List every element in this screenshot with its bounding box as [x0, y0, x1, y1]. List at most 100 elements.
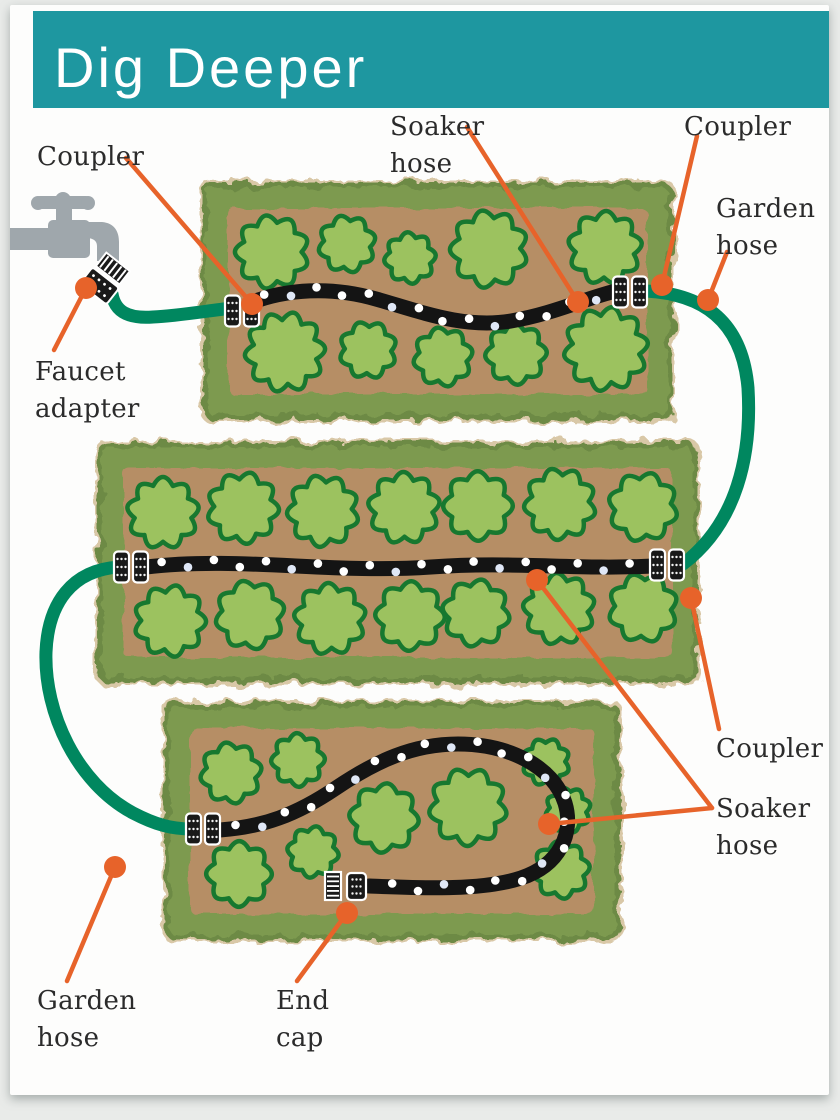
callout-dot [651, 274, 673, 296]
bush [411, 325, 475, 389]
header-band: Dig Deeper [33, 11, 829, 108]
coupler-dot [656, 571, 659, 575]
drip-hole [517, 876, 527, 886]
drip-hole [515, 311, 525, 321]
coupler-dot [660, 555, 663, 559]
drip-hole [464, 314, 474, 324]
coupler-dot [188, 827, 191, 831]
coupler-dot [211, 835, 214, 839]
drip-hole [524, 752, 533, 762]
drip-hole [438, 316, 447, 326]
coupler [112, 550, 150, 584]
coupler-dot [642, 290, 645, 294]
coupler-dot [675, 555, 678, 559]
drip-hole [547, 565, 556, 574]
coupler-dot [192, 819, 195, 823]
bush [125, 474, 201, 550]
drip-hole [447, 743, 456, 752]
drip-hole [259, 290, 269, 299]
faucet-spout [86, 222, 119, 261]
adapter-threads [99, 255, 127, 282]
coupler-dot [675, 563, 678, 567]
coupler-dot [188, 835, 191, 839]
coupler-dot [660, 571, 663, 575]
drip-hole [443, 565, 453, 574]
bush [382, 230, 438, 286]
coupler-dot [623, 282, 626, 286]
drip-hole [573, 559, 582, 568]
end-cap-dot [351, 892, 354, 895]
drip-hole [364, 289, 374, 298]
callout-line [659, 133, 700, 288]
coupler-dot [231, 317, 234, 321]
bush [338, 320, 398, 380]
drip-hole [417, 559, 426, 569]
coupler-dot [231, 309, 234, 313]
coupler-dot [124, 573, 127, 577]
coupler-dot [254, 317, 257, 321]
coupler-dot [207, 835, 210, 839]
coupler-dot [215, 819, 218, 823]
coupler-dot [124, 557, 127, 561]
bush [284, 473, 361, 550]
end-cap-dot [351, 878, 354, 881]
coupler-dot [619, 282, 622, 286]
bush [366, 469, 442, 545]
callout-dot [526, 569, 548, 591]
coupler-dot [679, 563, 682, 567]
coupler-dot [120, 565, 123, 569]
coupler-dot [634, 298, 637, 302]
bush [607, 471, 679, 543]
bush [133, 583, 209, 659]
coupler-dot [623, 290, 626, 294]
coupler-dot [227, 317, 230, 321]
coupler-dot [652, 571, 655, 575]
coupler-dot [634, 290, 637, 294]
bush [213, 578, 287, 652]
bush [521, 466, 598, 543]
end-cap-dot [351, 885, 354, 888]
coupler-dot [215, 827, 218, 831]
bush [483, 321, 549, 387]
bushes-layer [125, 208, 679, 910]
garden-hoses-layer [39, 284, 756, 836]
bush [206, 470, 282, 547]
faucet-icon [10, 192, 119, 261]
coupler-dot [235, 309, 238, 313]
bush [607, 572, 679, 644]
drip-hole [497, 749, 506, 758]
coupler-dot [116, 565, 119, 569]
faucet-pipe [10, 228, 56, 250]
bush [203, 838, 275, 910]
drip-hole [235, 562, 245, 572]
callout-dot [538, 813, 560, 835]
soaker-hose [242, 283, 624, 331]
drip-hole [286, 291, 296, 301]
end-cap-dot [355, 892, 358, 895]
drip-hole [495, 564, 504, 573]
coupler-dot [642, 282, 645, 286]
bush [198, 740, 264, 806]
coupler-dot [135, 557, 138, 561]
drip-hole [339, 567, 349, 576]
drip-hole [397, 752, 406, 762]
soaker-hoses-layer [138, 283, 661, 896]
drip-hole [561, 790, 570, 800]
drip-hole [625, 559, 634, 568]
drip-hole [542, 312, 551, 321]
drip-hole [413, 886, 423, 896]
drip-hole [209, 555, 219, 565]
drip-hole [540, 773, 550, 783]
drip-hole [599, 566, 608, 575]
coupler-dot [116, 557, 119, 561]
coupler-dot [192, 827, 195, 831]
coupler-dot [671, 555, 674, 559]
drip-hole [469, 557, 478, 566]
callout-dot [567, 291, 589, 313]
bush [441, 469, 515, 543]
drip-hole [365, 560, 375, 570]
drip-hole [287, 564, 297, 574]
coupler-dot [679, 571, 682, 575]
end-cap-dot [359, 892, 362, 895]
bush [447, 208, 529, 290]
